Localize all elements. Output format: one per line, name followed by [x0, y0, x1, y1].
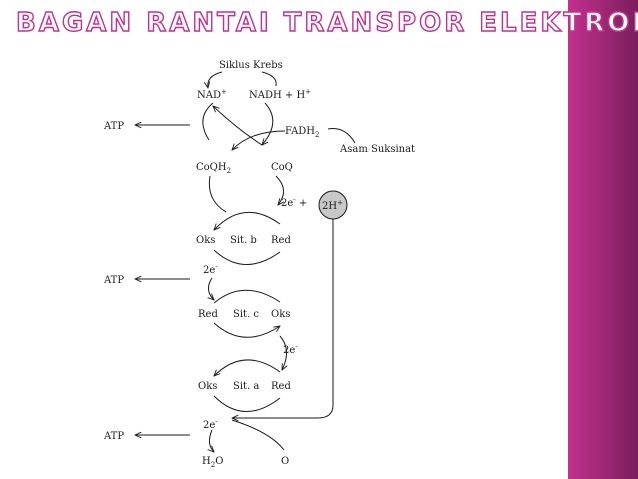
coq-loop-left [208, 175, 227, 213]
coq-label: CoQ [271, 162, 293, 173]
cyt-a-red: Red [271, 381, 291, 392]
side-bar [568, 0, 638, 479]
cyt-a-oks: Oks [198, 381, 217, 392]
coqh2-label: CoQH2 [196, 162, 231, 175]
cyt-b-name: Sit. b [230, 235, 257, 246]
two-h-label: 2H+ [322, 199, 343, 212]
atp-label-3: ATP [103, 431, 124, 442]
cyt-c-upper-arc [213, 289, 281, 304]
slide-title: BAGAN RANTAI TRANSPOR ELEKTRON [15, 7, 638, 38]
cyt-b-oks: Oks [196, 235, 215, 246]
nad-loop-right [262, 102, 274, 145]
electron-transport-diagram: Siklus Krebs NAD+ NADH + H+ ATP FADH2 As… [103, 60, 415, 469]
two-h-return [232, 219, 334, 418]
cyt-c-lower-arc [213, 322, 280, 338]
electrons-b-c-label: 2e- [203, 263, 218, 276]
krebs-arc [208, 71, 223, 88]
cyt-a-name: Sit. a [233, 381, 259, 392]
fadh2-arrow [232, 130, 286, 150]
siklus-krebs-label: Siklus Krebs [219, 60, 283, 71]
krebs-arc-right [261, 71, 277, 87]
oxygen-loop [231, 419, 285, 451]
asam-suksinat-label: Asam Suksinat [339, 144, 415, 155]
atp-label-1: ATP [103, 121, 124, 132]
atp-label-2: ATP [103, 275, 124, 286]
cyt-c-oks: Oks [271, 309, 290, 320]
cyt-b-upper-arc [214, 211, 281, 230]
electrons-coq-label: 2e- + [281, 196, 307, 209]
c-to-a-arrow [279, 335, 287, 370]
nad-return [213, 106, 263, 146]
oxygen-label: O [281, 456, 289, 467]
asam-suksinat-link [327, 128, 356, 144]
electrons-a-o-label: 2e- [203, 418, 218, 431]
fadh2-label: FADH2 [285, 126, 320, 139]
cyt-c-red: Red [198, 309, 218, 320]
nad-label: NAD+ [197, 88, 227, 101]
coq-loop-right [275, 175, 284, 205]
h2o-loop [209, 429, 214, 452]
cyt-c-name: Sit. c [233, 309, 259, 320]
cyt-b-red: Red [271, 235, 291, 246]
cyt-a-lower-arc [213, 395, 281, 412]
nadh-label: NADH + H+ [249, 88, 311, 101]
nad-loop-left [202, 102, 214, 141]
electrons-c-a-label: 2e- [283, 343, 298, 356]
cyt-b-lower-arc [213, 249, 281, 265]
b-to-c-arrow [208, 277, 214, 300]
h2o-label: H2O [202, 456, 223, 469]
cyt-a-upper-arc [214, 359, 281, 376]
